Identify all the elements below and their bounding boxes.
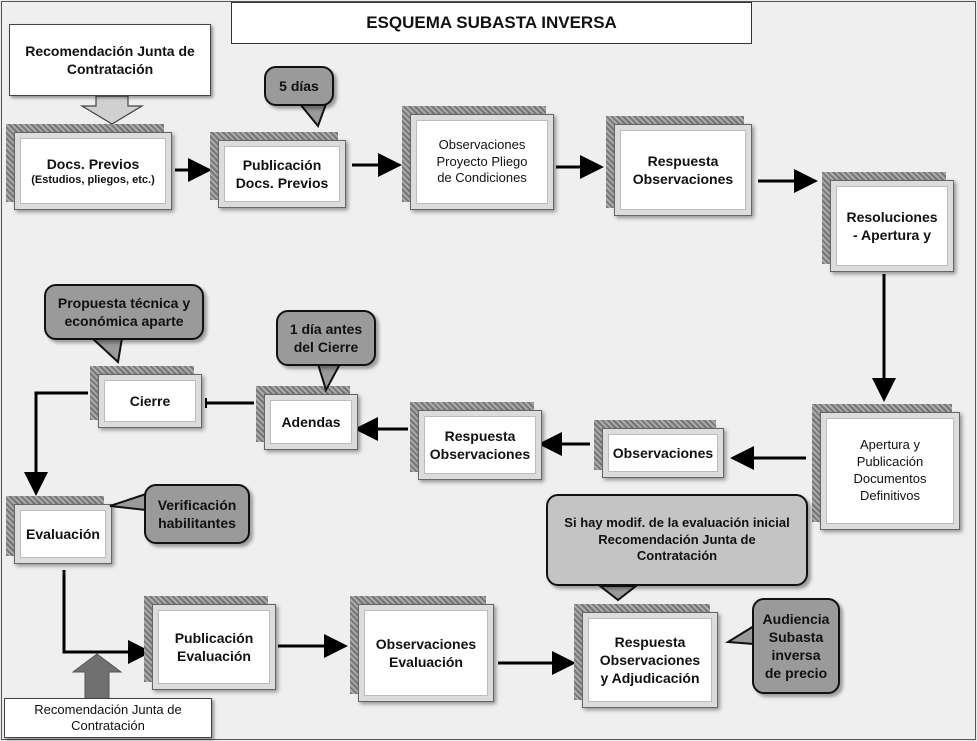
respuesta-adjudicacion-box: Respuesta Observaciones y Adjudicación: [574, 604, 718, 708]
si-hay-line1: Si hay modif. de la evaluación inicial: [564, 514, 790, 530]
recomendacion-bottom-line2: Contratación: [71, 718, 145, 733]
obs-proyecto-line3: de Condiciones: [437, 170, 527, 186]
resoluciones-box: Resoluciones - Apertura y: [822, 172, 954, 272]
resoluciones-line2: - Apertura y: [852, 227, 932, 243]
apertura-line2: Publicación: [856, 454, 924, 470]
adendas-label: Adendas: [281, 413, 341, 430]
un-dia-line2: del Cierre: [293, 339, 359, 355]
verificacion-line1: Verificación: [157, 496, 237, 513]
respuesta-observaciones-1-box: Respuesta Observaciones: [606, 116, 752, 216]
audiencia-line1: Audiencia: [762, 610, 830, 627]
verificacion-line2: habilitantes: [158, 515, 236, 531]
bubble-si-hay-modif: Si hay modif. de la evaluación inicial R…: [546, 494, 808, 586]
bubble-verificacion: Verificación habilitantes: [144, 484, 250, 544]
bubble-audiencia: Audiencia Subasta inversa de precio: [752, 598, 840, 694]
propuesta-line1: Propuesta técnica y: [57, 294, 191, 311]
observaciones-2-label: Observaciones: [612, 444, 714, 461]
respuesta-observaciones-2-box: Respuesta Observaciones: [410, 402, 542, 480]
recomendacion-top-line1: Recomendación Junta de: [25, 42, 195, 59]
recomendacion-bottom-line1: Recomendación Junta de: [34, 701, 182, 717]
evaluacion-box: Evaluación: [6, 496, 112, 564]
si-hay-line2: Recomendación Junta de: [598, 531, 756, 547]
evaluacion-label: Evaluación: [26, 525, 100, 542]
publicacion-docs-line2: Docs. Previos: [235, 175, 329, 191]
publicacion-eval-line1: Publicación: [174, 629, 254, 646]
respuesta-obs2-line1: Respuesta: [444, 427, 516, 444]
obs-eval-line2: Evaluación: [389, 654, 463, 670]
publicacion-eval-line2: Evaluación: [177, 648, 251, 664]
obs-proyecto-line1: Observaciones: [438, 136, 526, 152]
publicacion-evaluacion-box: Publicación Evaluación: [144, 596, 276, 690]
respuesta-obs1-line1: Respuesta: [647, 152, 719, 169]
bubble-propuesta: Propuesta técnica y económica aparte: [44, 284, 204, 340]
respuesta-obs2-line2: Observaciones: [429, 446, 531, 462]
cierre-box: Cierre: [90, 366, 202, 428]
observaciones-2-box: Observaciones: [594, 420, 724, 478]
apertura-line4: Definitivos: [860, 487, 920, 503]
diagram-title: ESQUEMA SUBASTA INVERSA: [231, 2, 752, 44]
bubble-un-dia: 1 día antes del Cierre: [276, 310, 376, 366]
docs-previos-sub: (Estudios, pliegos, etc.): [31, 173, 155, 186]
adjudicacion-line2: Observaciones: [599, 651, 701, 668]
docs-previos-label: Docs. Previos: [46, 155, 140, 172]
obs-proyecto-line2: Proyecto Pliego: [436, 153, 528, 169]
audiencia-line2: Subasta: [768, 628, 824, 645]
observaciones-evaluacion-box: Observaciones Evaluación: [350, 596, 494, 702]
bubble-cinco-dias: 5 días: [264, 66, 334, 106]
adjudicacion-line3: y Adjudicación: [600, 670, 700, 687]
si-hay-line3: Contratación: [636, 548, 718, 564]
audiencia-line3: inversa: [771, 647, 821, 663]
apertura-line1: Apertura y: [860, 437, 920, 453]
recomendacion-top-line2: Contratación: [66, 61, 154, 77]
publicacion-docs-line1: Publicación: [242, 156, 322, 173]
cinco-dias-text: 5 días: [279, 77, 319, 94]
un-dia-line1: 1 día antes: [289, 320, 363, 337]
recomendacion-junta-bottom: Recomendación Junta de Contratación: [4, 698, 212, 738]
cierre-label: Cierre: [129, 392, 171, 409]
recomendacion-junta-top: Recomendación Junta de Contratación: [9, 24, 211, 96]
apertura-line3: Documentos: [853, 471, 927, 486]
obs-eval-line1: Observaciones: [375, 635, 477, 652]
propuesta-line2: económica aparte: [64, 313, 184, 329]
audiencia-line4: de precio: [764, 665, 828, 682]
respuesta-obs1-line2: Observaciones: [632, 171, 734, 187]
adendas-box: Adendas: [256, 386, 358, 450]
resoluciones-line1: Resoluciones: [846, 208, 938, 225]
apertura-publicacion-box: Apertura y Publicación Documentos Defini…: [812, 404, 960, 530]
publicacion-docs-previos-box: Publicación Docs. Previos: [210, 132, 346, 208]
docs-previos-box: Docs. Previos (Estudios, pliegos, etc.): [6, 124, 172, 210]
observaciones-proyecto-box: Observaciones Proyecto Pliego de Condici…: [402, 106, 554, 210]
adjudicacion-line1: Respuesta: [614, 633, 686, 650]
